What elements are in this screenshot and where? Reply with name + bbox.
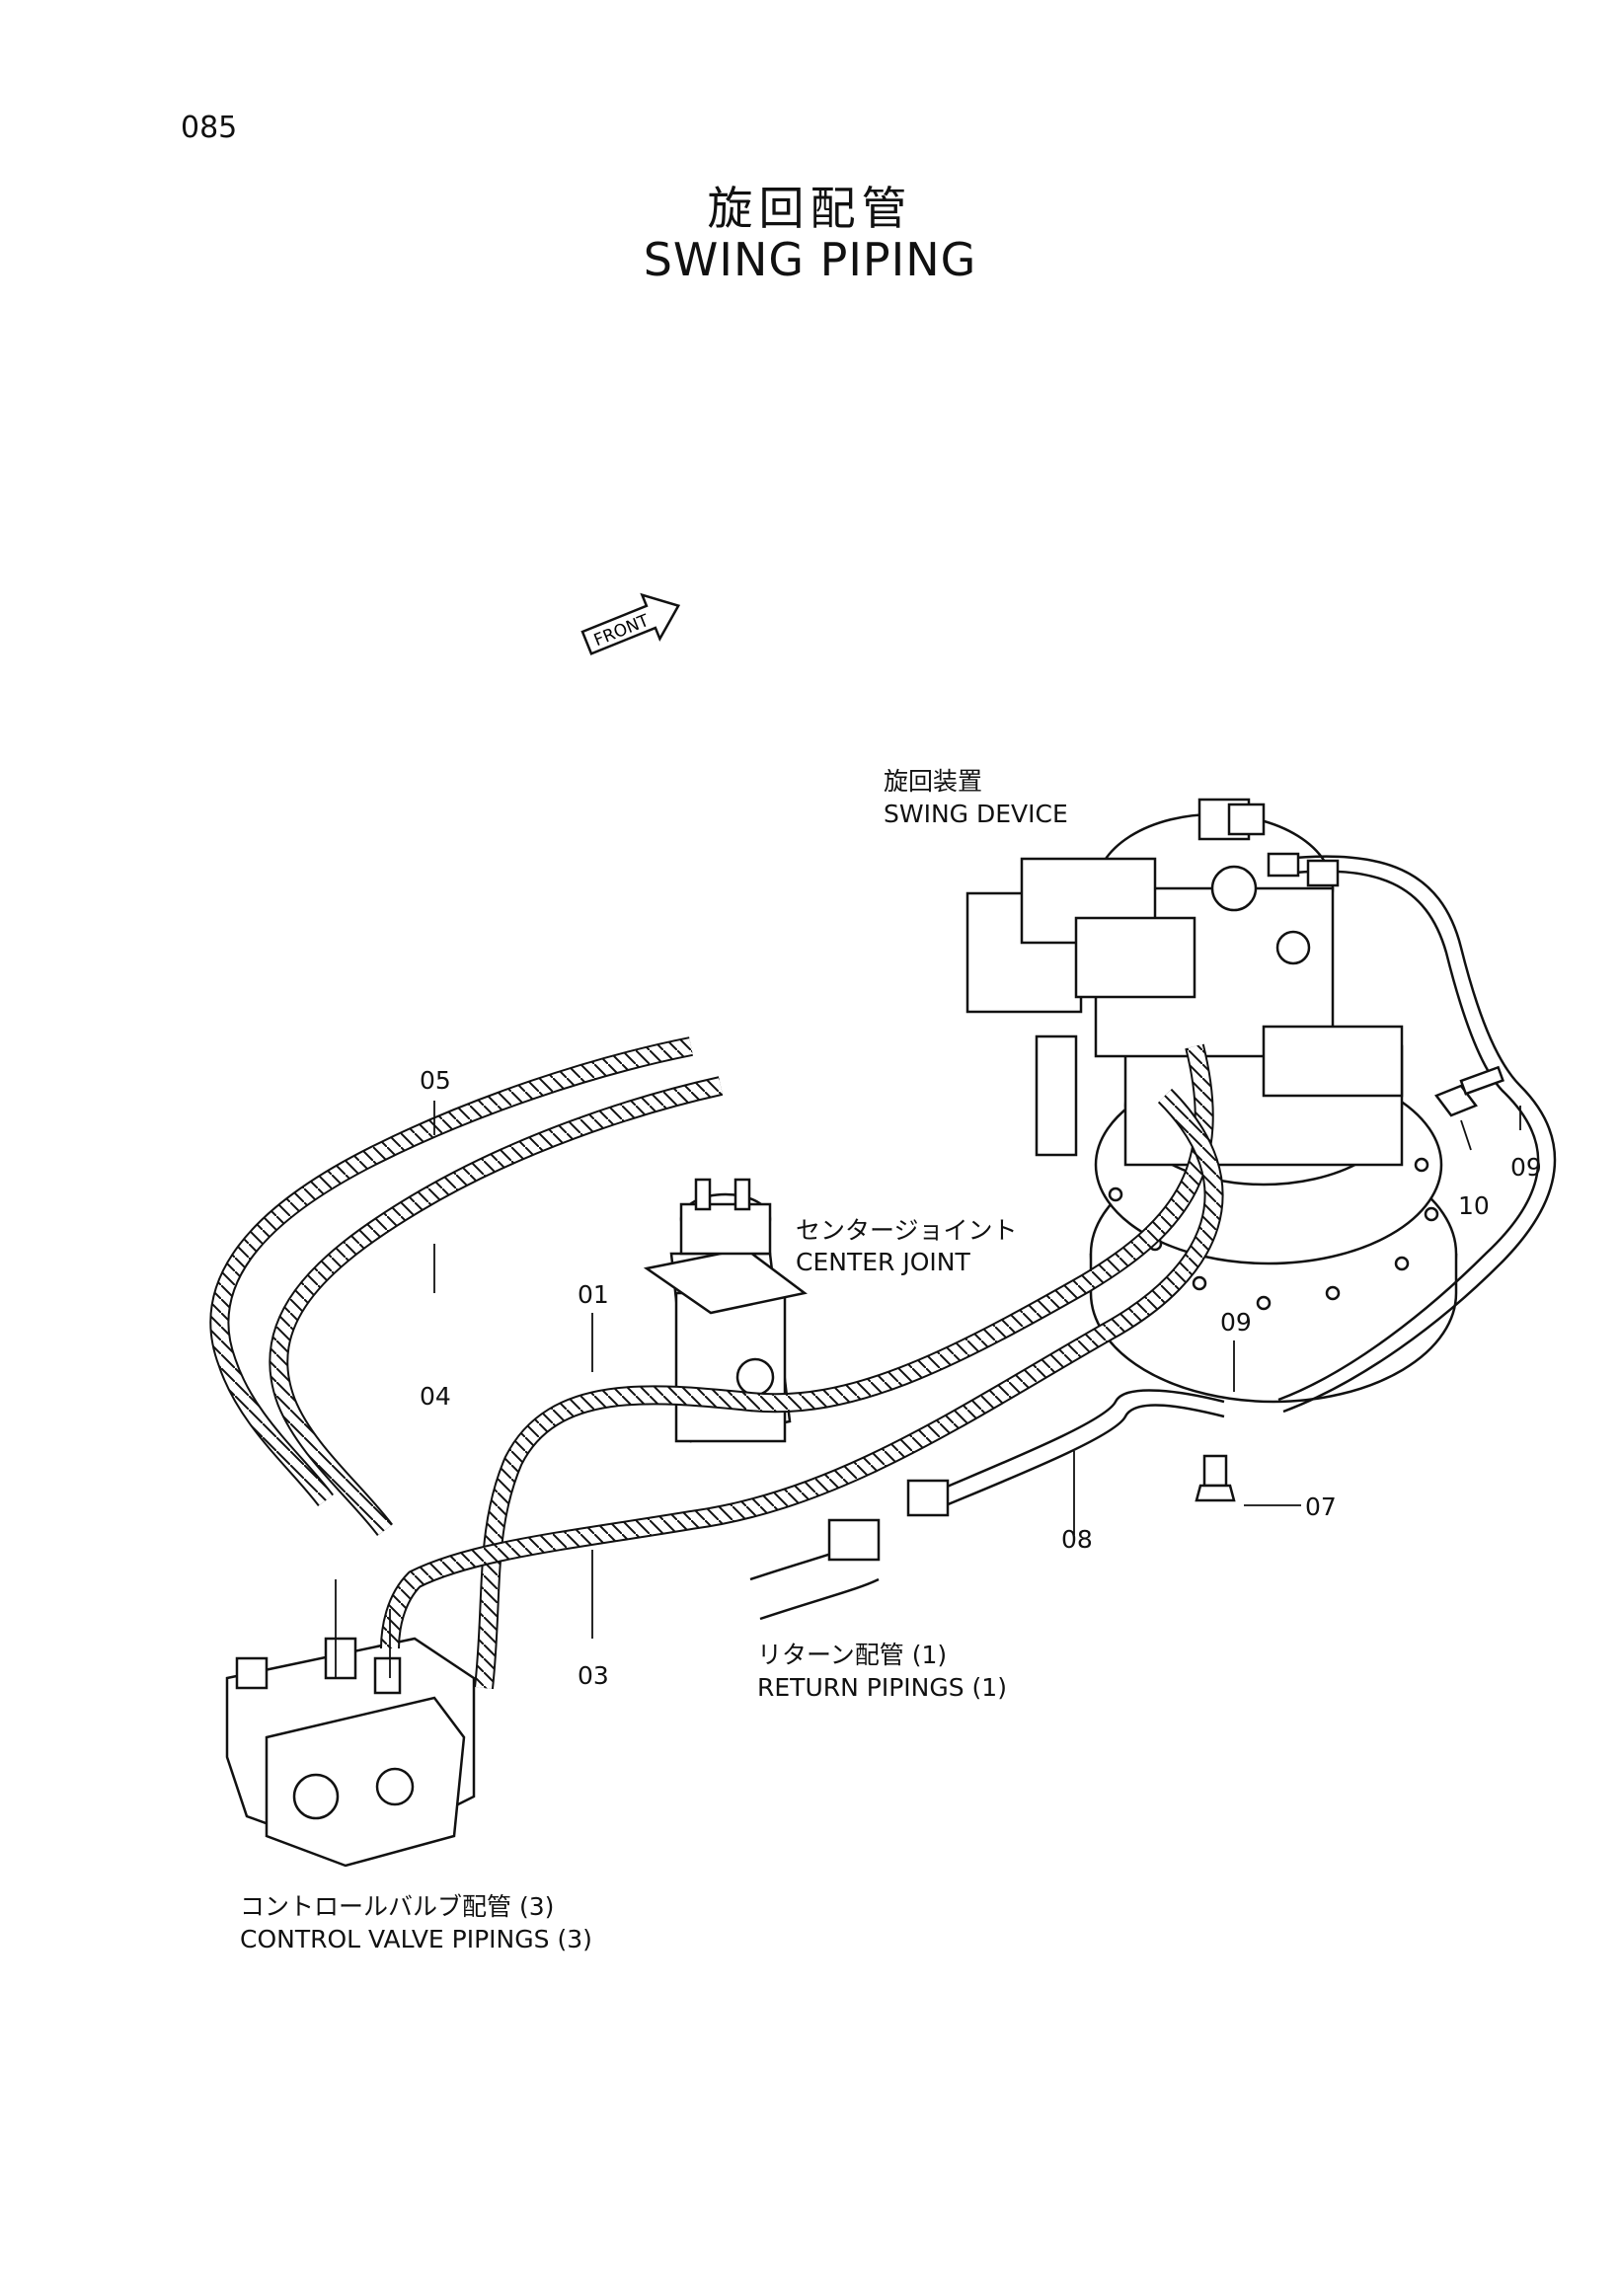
part-number-03: 03 [578,1661,609,1690]
center-joint-label-jp: センタージョイント [796,1216,1018,1245]
return-pipings-label-jp: リターン配管 (1) [757,1641,948,1669]
title-japanese: 旋回配管 [707,182,913,235]
part-number-01: 01 [578,1280,609,1309]
part-number-09-right: 09 [1510,1153,1542,1182]
hose-01 [474,1043,1214,1690]
return-pipe-08 [749,1389,1225,1621]
part-number-10: 10 [1458,1191,1490,1220]
part-number-08: 08 [1061,1525,1093,1554]
bolt-10-icon [1434,1065,1504,1117]
control-valve-pipings-label-jp: コントロールバルブ配管 (3) [240,1892,555,1921]
swing-device-label-jp: 旋回装置 [884,767,983,796]
return-pipe-upper [1267,852,1557,1414]
page-number: 085 [181,111,238,145]
hose-03 [380,1088,1224,1649]
part-number-04: 04 [420,1382,451,1411]
swing-device-label-en: SWING DEVICE [884,800,1068,828]
return-pipings-label-en: RETURN PIPINGS (1) [757,1673,1007,1702]
part-number-05: 05 [420,1066,451,1095]
part-number-09-center: 09 [1220,1308,1252,1337]
control-valve-drawing [225,1637,476,1868]
hose-05 [209,1036,693,1507]
title-english: SWING PIPING [643,233,977,286]
front-arrow-icon: FRONT [580,592,681,655]
hose-04 [269,1076,724,1537]
part-number-07: 07 [1305,1492,1337,1521]
bolt-07-icon [1195,1454,1236,1502]
control-valve-pipings-label-en: CONTROL VALVE PIPINGS (3) [240,1925,592,1953]
center-joint-label-en: CENTER JOINT [796,1248,970,1276]
leader-lines [335,1101,1521,1678]
